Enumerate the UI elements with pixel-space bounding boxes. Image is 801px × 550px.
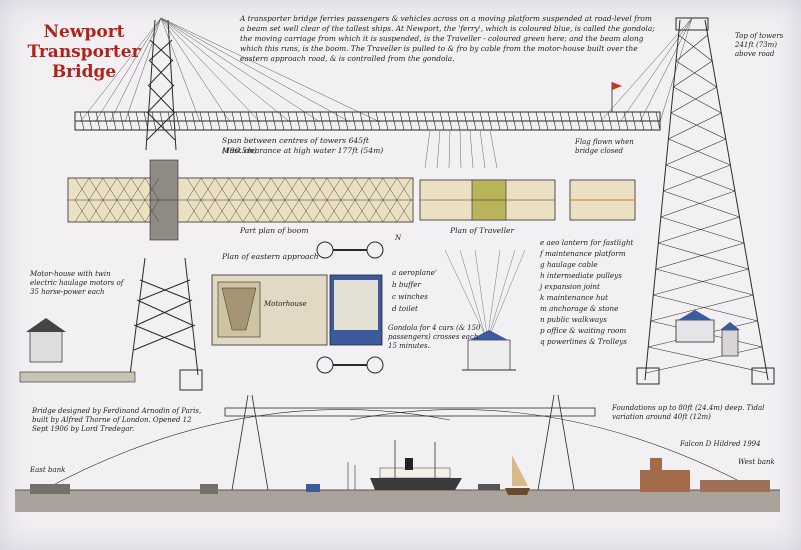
plan-traveller-label: Plan of Traveller [450, 226, 515, 235]
legend-right-item-m: m anchorage & stone [540, 304, 619, 313]
title-line-3: Bridge [51, 62, 117, 82]
intro-text: A transporter bridge ferries passengers … [240, 14, 655, 63]
legend-right-item-k: k maintenance hut [540, 293, 609, 302]
boom-elevation [74, 111, 661, 131]
motorhouse-building [19, 318, 136, 383]
west-bank-label: West bank [738, 458, 775, 466]
legend-right-item-f: f maintenance platform [540, 249, 626, 258]
flag-icon [611, 82, 622, 112]
foundations-note: Foundations up to 80ft (24.4m) deep. Tid… [612, 404, 765, 421]
flag-note: Flag flown when bridge closed [575, 138, 634, 155]
plan-approach-label: Plan of eastern approach [222, 252, 319, 261]
title-line-2: Transporter [27, 42, 141, 62]
traveller-cables [424, 129, 498, 169]
gondola-middle [462, 330, 516, 371]
part-plan-boom [67, 159, 414, 241]
stay-cables [79, 17, 693, 123]
gondola-note: Gondola for 4 cars (& 150 passengers) cr… [388, 324, 481, 350]
north-marker: N [395, 234, 402, 242]
legend-right-item-n: n public walkways [540, 315, 607, 324]
legend-left-item-c: c winches [392, 292, 428, 301]
legend-right-item-h: h intermediate pulleys [540, 271, 622, 280]
panorama [15, 394, 780, 512]
part-plan-label: Part plan of boom [240, 226, 309, 235]
right-tower-base [636, 367, 775, 385]
signature: Falcon D Hildred 1994 [680, 440, 761, 448]
clearance-note: Mast clearance at high water 177ft (54m) [222, 146, 384, 155]
legend-left-item-b: b buffer [392, 280, 421, 289]
motorhouse-tower [129, 257, 203, 391]
motorhouse-label: Motorhouse [264, 300, 307, 308]
plan-approach [211, 241, 384, 374]
legend-right-item-g: g haulage cable [540, 260, 598, 269]
page-title: Newport Transporter Bridge [24, 22, 144, 82]
plan-end [569, 179, 636, 221]
legend-left-item-a: a aeroplane' [392, 268, 437, 277]
motor-house-desc: Motor-house with twin electric haulage m… [30, 270, 124, 296]
gondola-elevation [675, 310, 740, 357]
legend-right-item-p: p office & waiting room [540, 326, 627, 335]
title-line-1: Newport [43, 22, 125, 42]
elevation-right-tower [644, 17, 769, 381]
legend-right-item-q: q powerlines & Trolleys [540, 337, 627, 346]
gondola-cables [444, 249, 526, 336]
towers-note: Top of towers 241ft (73m) above road [735, 32, 784, 58]
span-note: Span between centres of towers 645ft (19… [222, 136, 369, 155]
designer-note: Bridge designed by Ferdinand Arnodin of … [32, 407, 202, 433]
plan-traveller [419, 179, 556, 221]
legend-right-item-e: e aeo lantern for fastlight [540, 238, 634, 247]
legend-right-item-j: j expansion joint [540, 282, 600, 291]
east-bank-label: East bank [30, 466, 66, 474]
legend-left-item-d: d toilet [392, 304, 418, 313]
